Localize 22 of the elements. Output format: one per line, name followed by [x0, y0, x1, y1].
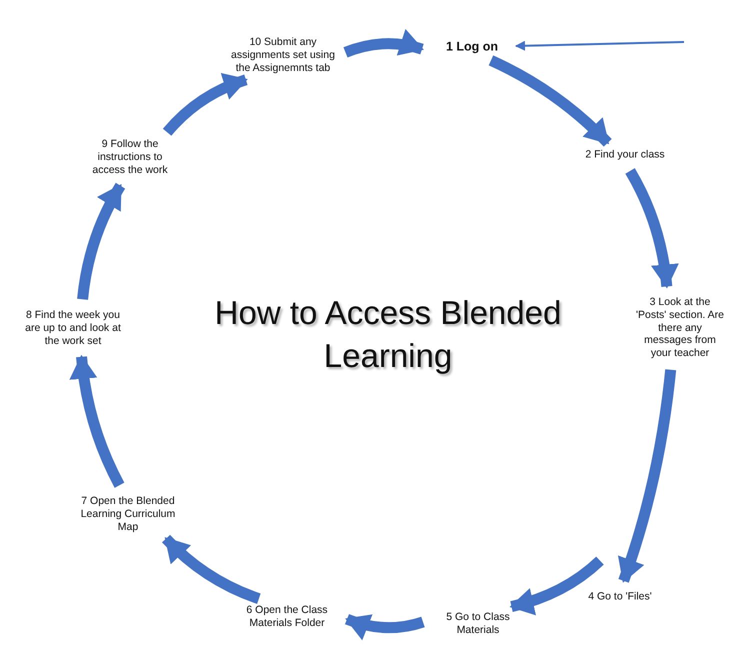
arrow — [70, 354, 124, 488]
step-label: 6 Open the Class Materials Folder — [245, 604, 329, 630]
step-label: 7 Open the Blended Learning Curriculum Map — [80, 494, 176, 534]
arrow — [345, 614, 425, 640]
arrow — [515, 40, 684, 51]
arrow — [510, 556, 604, 615]
arrow — [162, 74, 248, 136]
step-label: 2 Find your class — [585, 148, 665, 162]
arrow — [618, 369, 676, 583]
step-label: 5 Go to Class Materials — [445, 611, 511, 637]
step-label: 1 Log on — [444, 39, 500, 55]
diagram-title: How to Access Blended Learning — [214, 293, 562, 376]
step-label: 10 Submit any assignments set using the Assignemnts tab — [230, 36, 336, 74]
arrow — [488, 55, 612, 147]
arrow — [162, 534, 261, 604]
step-label: 8 Find the week you are up to and look at the work set — [24, 308, 122, 348]
step-label: 4 Go to 'Files' — [587, 590, 653, 604]
step-label: 3 Look at the 'Posts' section. Are there any messages from your teacher — [635, 296, 725, 360]
arrow — [77, 182, 126, 300]
step-label: 9 Follow the instructions to access the work — [91, 138, 169, 176]
arrow — [625, 168, 678, 288]
arrow — [344, 29, 424, 58]
